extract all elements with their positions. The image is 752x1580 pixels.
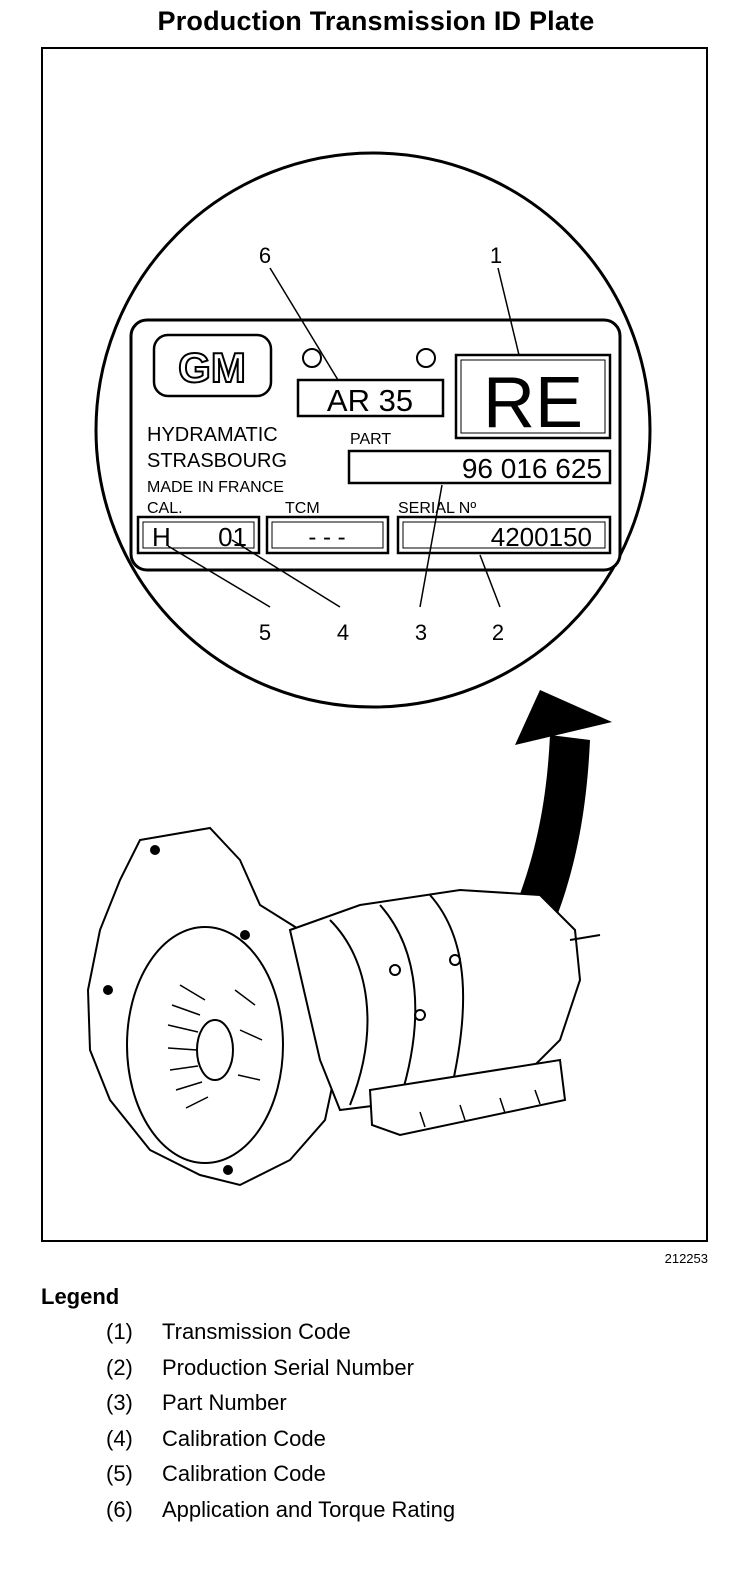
- page-title: Production Transmission ID Plate: [157, 6, 595, 36]
- part-number-box: [347, 449, 612, 485]
- legend-item-number: (6): [106, 1496, 133, 1522]
- mount-hole-left: [302, 348, 322, 368]
- fin-5: [169, 1065, 199, 1071]
- oil-pan-ribs: [419, 1089, 541, 1128]
- id-plate: GM AR 35 RE HYDRAMATIC STRASBOURG MADE I…: [129, 318, 622, 572]
- bell-housing-face: [126, 926, 284, 1164]
- application-rating-value: AR 35: [327, 383, 413, 418]
- transmission-code-value: RE: [483, 363, 583, 443]
- case-ridge-1: [329, 919, 369, 1106]
- transmission-code-box: [454, 353, 612, 440]
- tcm-label: TCM: [285, 500, 320, 517]
- fin-9: [239, 1029, 263, 1041]
- fin-1: [179, 984, 206, 1001]
- curved-arrow-head: [515, 690, 612, 745]
- legend-item: (2) Production Serial Number: [106, 1354, 455, 1390]
- tcm-box: [265, 515, 390, 555]
- bolt-1: [150, 845, 160, 855]
- legend-item: (3) Part Number: [106, 1389, 455, 1425]
- bolt-2: [240, 930, 250, 940]
- calibration-letter: H: [152, 522, 171, 552]
- gm-logo-badge: [152, 333, 273, 398]
- bolt-3: [103, 985, 113, 995]
- legend-item-text: Transmission Code: [162, 1319, 351, 1344]
- legend-item-number: (1): [106, 1319, 133, 1344]
- fin-10: [237, 1074, 261, 1081]
- legend-item-text: Production Serial Number: [162, 1354, 414, 1380]
- tcm-box-inner: [271, 521, 384, 549]
- main-case-outline: [288, 888, 582, 1112]
- case-bolt-3: [389, 964, 401, 976]
- callout-1: 1: [490, 243, 502, 268]
- case-ridge-3: [429, 894, 465, 1096]
- tcm-value: - - -: [308, 524, 345, 551]
- converter-fins: [167, 984, 263, 1109]
- legend-item-number: (5): [106, 1461, 133, 1486]
- fin-8: [234, 989, 256, 1006]
- legend-item: (6) Application and Torque Rating: [106, 1496, 455, 1532]
- figure-frame: [41, 47, 708, 1242]
- legend-item: (1) Transmission Code: [106, 1318, 455, 1354]
- legend-item: (5) Calibration Code: [106, 1460, 455, 1496]
- serial-value: 4200150: [491, 522, 592, 552]
- legend-item-text: Calibration Code: [162, 1425, 326, 1451]
- figure-id: 212253: [664, 1251, 708, 1266]
- callout-5: 5: [259, 620, 271, 645]
- legend-item-text: Part Number: [162, 1390, 287, 1415]
- maker-line-1: HYDRAMATIC: [147, 424, 278, 446]
- fin-4: [167, 1047, 198, 1051]
- fin-2: [171, 1004, 201, 1016]
- cal-label: CAL.: [147, 500, 183, 517]
- legend-item-text: Calibration Code: [162, 1461, 326, 1486]
- curved-arrow: [436, 690, 612, 1058]
- serial-box-inner: [402, 521, 606, 549]
- maker-line-2: STRASBOURG: [147, 450, 287, 472]
- bolt-4: [223, 1165, 233, 1175]
- application-rating-box: [296, 378, 445, 418]
- callout-6: 6: [259, 243, 271, 268]
- callout-leaders: [167, 267, 520, 608]
- part-label: PART: [350, 431, 391, 448]
- fin-3: [167, 1024, 199, 1033]
- case-bolt-2: [449, 954, 461, 966]
- mount-hole-right: [416, 348, 436, 368]
- callout-3: 3: [415, 620, 427, 645]
- calibration-box: [136, 515, 261, 555]
- leader-4: [231, 539, 341, 608]
- oil-pan: [368, 1058, 567, 1137]
- legend-item: (4) Calibration Code: [106, 1425, 455, 1461]
- case-ridge-2: [379, 904, 417, 1101]
- gm-logo-text: GM: [178, 344, 246, 391]
- leader-2: [479, 554, 501, 608]
- transmission-code-inner: [460, 359, 606, 434]
- legend-item-number: (4): [106, 1425, 133, 1451]
- calibration-number: 01: [218, 522, 247, 552]
- transmission-illustration: [86, 826, 601, 1187]
- legend-title: Legend: [41, 1284, 120, 1309]
- leader-5: [167, 545, 271, 608]
- fin-7: [185, 1096, 209, 1109]
- curved-arrow-shaft: [436, 735, 590, 1058]
- output-shaft: [569, 934, 601, 941]
- legend-item-text: Application and Torque Rating: [162, 1496, 456, 1522]
- legend-item-number: (3): [106, 1390, 133, 1415]
- legend-list: (1) Transmission Code (2) Production Seria…: [106, 1318, 455, 1531]
- callout-2: 2: [492, 620, 504, 645]
- calibration-box-inner: [142, 521, 255, 549]
- part-number-value: 96 016 625: [462, 453, 602, 484]
- maker-line-3: MADE IN FRANCE: [147, 479, 284, 496]
- leader-6: [269, 267, 339, 381]
- leader-1: [497, 267, 520, 356]
- legend-item-number: (2): [106, 1354, 133, 1380]
- fin-6: [175, 1081, 203, 1091]
- callout-4: 4: [337, 620, 349, 645]
- leader-3: [419, 484, 443, 608]
- case-bolt-1: [414, 1009, 426, 1021]
